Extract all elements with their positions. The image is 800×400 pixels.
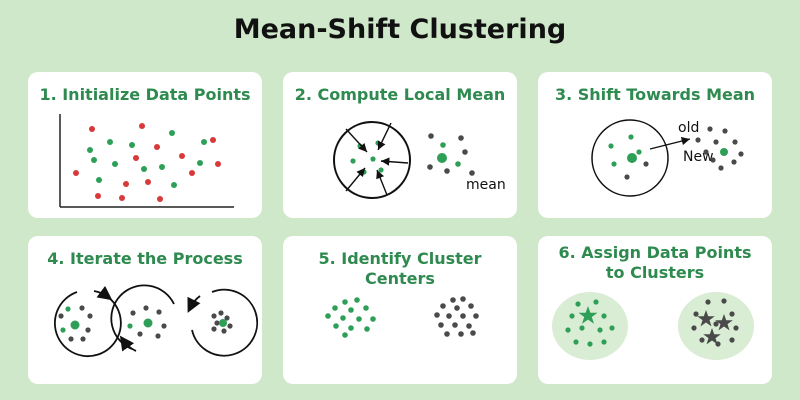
data-point [89,126,95,132]
data-point [133,155,139,161]
step-title: 2. Compute Local Mean [294,85,506,104]
data-point [145,179,151,185]
mean-label: mean [466,177,506,193]
center-star-icon [715,314,733,331]
window-circle [333,121,411,199]
window-points [350,140,384,175]
assign-clusters-diagram [552,292,754,360]
data-point [157,196,163,202]
data-point [95,193,101,199]
cycle-arc [54,291,122,358]
step-card-identify-centers: 5. Identify Cluster Centers [283,236,517,384]
data-point [107,139,113,145]
cluster-region-green [552,292,628,360]
data-point [96,177,102,183]
step-title: 5. Identify Cluster Centers [318,249,482,288]
data-point [129,142,135,148]
step-title: 4. Iterate the Process [47,249,243,268]
new-center-point [720,148,728,156]
data-point [141,166,147,172]
window-points [608,134,649,180]
data-point [123,181,129,187]
shift-diagram: old New [591,119,744,197]
step-title: 3. Shift Towards Mean [554,85,756,104]
data-points [73,123,221,202]
center-star-icon [697,310,715,327]
center-star-icon [703,328,721,345]
data-point [139,123,145,129]
arrows [345,122,409,196]
mean-center-point [437,153,447,163]
step-card-assign: 6. Assign Data Points to Clusters [538,236,772,384]
page-title: Mean-Shift Clustering [233,14,567,45]
old-center-point [627,153,637,163]
data-point [197,160,203,166]
data-point [73,170,79,176]
new-label: New [683,149,714,165]
gray-cluster-points [691,298,739,347]
data-point [112,161,118,167]
center-star-icon [578,306,598,324]
iteration-3 [187,288,259,357]
shift-arrow [649,136,691,150]
window-circle [591,119,669,197]
data-point [119,195,125,201]
step-card-initialize: 1. Initialize Data Points [28,72,262,218]
step-card-compute-mean: 2. Compute Local Mean [283,72,517,218]
old-label: old [678,120,699,136]
data-point [154,144,160,150]
iterate-diagram [54,284,259,358]
data-point [91,157,97,163]
data-point [179,153,185,159]
data-point [215,161,221,167]
step-title: 6. Assign Data Points to Clusters [558,243,752,282]
shifted-points [695,126,744,171]
data-point [210,137,216,143]
gray-cluster [434,296,479,337]
scatter-diagram [59,114,234,208]
data-point [87,147,93,153]
data-point [159,164,165,170]
green-cluster-points [565,299,615,347]
step-card-iterate: 4. Iterate the Process [28,236,262,384]
step-card-shift: 3. Shift Towards Mean old New [538,72,772,218]
data-point [189,170,195,176]
green-cluster [325,297,376,338]
data-point [201,139,207,145]
data-point [171,182,177,188]
step-title: 1. Initialize Data Points [39,85,251,104]
cluster-centers-diagram [325,296,479,338]
iteration-2 [110,284,175,352]
iteration-1 [54,285,122,358]
local-mean-diagram: mean [333,121,506,199]
mean-points [427,133,475,176]
data-point [169,130,175,136]
